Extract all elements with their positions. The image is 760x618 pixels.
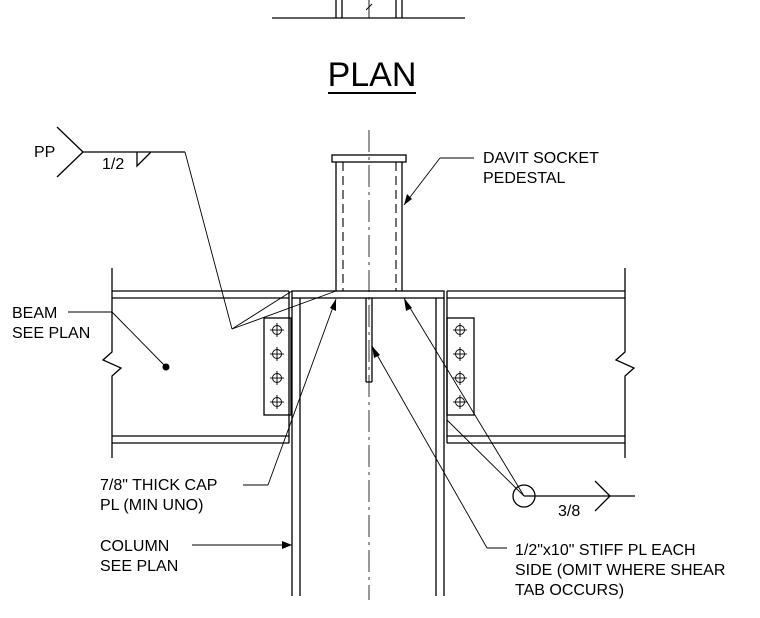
beam-label-line2: SEE PLAN — [12, 325, 90, 342]
stiff-label-line2: SIDE (OMIT WHERE SHEAR — [515, 562, 725, 579]
weld-size-text: 1/2 — [102, 156, 124, 173]
weld-symbol-right — [403, 297, 635, 512]
stiff-leader — [371, 345, 507, 549]
beam-left — [101, 268, 290, 458]
cap-plate — [291, 290, 445, 299]
cap-label-line1: 7/8" THICK CAP — [100, 477, 217, 494]
stiff-label-line3: TAB OCCURS) — [515, 582, 624, 599]
davit-label-line1: DAVIT SOCKET — [483, 150, 599, 167]
cap-label-line2: PL (MIN UNO) — [100, 497, 203, 514]
davit-socket-pedestal — [331, 154, 407, 291]
shear-tab-right — [446, 317, 475, 416]
column-leader — [192, 541, 292, 549]
column-label-line1: COLUMN — [100, 538, 169, 555]
weld-symbol-left — [56, 126, 337, 330]
shear-tab-left — [263, 317, 292, 416]
stiffener-plate — [365, 298, 373, 383]
davit-label-line2: PEDESTAL — [483, 170, 566, 187]
cap-leader — [243, 298, 337, 486]
weld-right-size-text: 3/8 — [558, 503, 580, 520]
beam-label-line1: BEAM — [12, 305, 57, 322]
weld-reference-text: PP — [34, 144, 55, 161]
beam-right — [446, 268, 636, 458]
column — [291, 298, 445, 596]
davit-leader — [403, 157, 474, 206]
column-label-line2: SEE PLAN — [100, 558, 178, 575]
upper-plan-fragment — [272, 0, 465, 19]
beam-leader — [68, 311, 170, 371]
stiff-label-line1: 1/2"x10" STIFF PL EACH — [515, 542, 696, 559]
view-title: PLAN — [328, 56, 417, 94]
